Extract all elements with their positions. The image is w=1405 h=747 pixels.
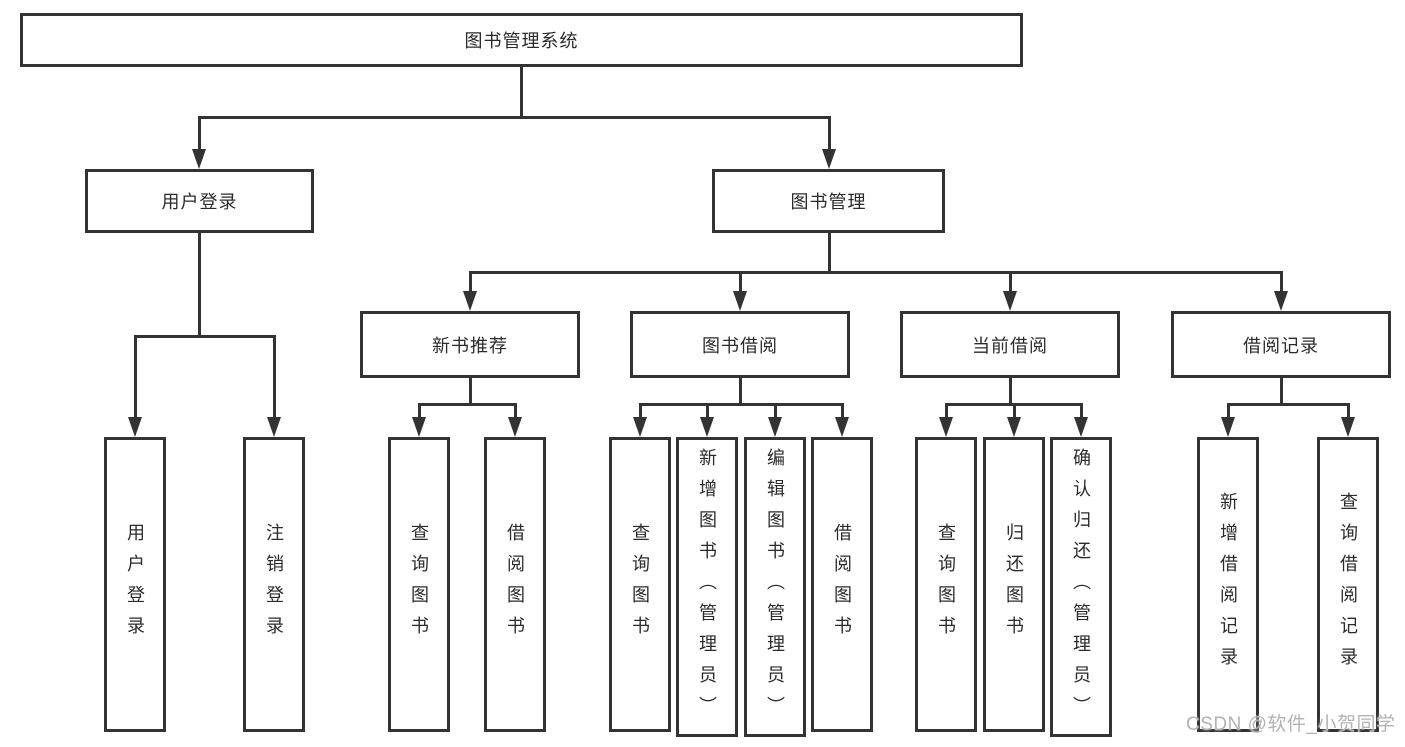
node-new-book-recommend-label: 新书推荐 (432, 335, 508, 356)
connector-stem (827, 233, 831, 272)
leaf-borrow-books-borrow-label: 借阅图书 (832, 522, 852, 647)
node-current-borrow: 当前借阅 (900, 311, 1120, 378)
connector-rail (133, 334, 276, 338)
arrow-down-icon (508, 417, 522, 437)
connector-drop (1079, 404, 1083, 417)
arrow-down-icon (1003, 291, 1017, 311)
node-user-login: 用户登录 (85, 169, 314, 233)
arrow-down-icon (822, 149, 836, 169)
leaf-logout-login-label: 注销登录 (264, 522, 284, 647)
connector-drop (738, 272, 742, 291)
csdn-watermark: CSDN @软件_小贺同学 (1186, 714, 1396, 735)
leaf-logout-login: 注销登录 (243, 437, 305, 732)
arrow-down-icon (768, 417, 782, 437)
leaf-add-borrow-record-label: 新增借阅记录 (1218, 491, 1238, 678)
leaf-return-books-label: 归还图书 (1004, 522, 1024, 647)
connector-drop (1008, 272, 1012, 291)
connector-drop (705, 404, 709, 417)
connector-drop (773, 404, 777, 417)
leaf-confirm-return-admin-label: 确认归还（管理员） (1071, 447, 1091, 727)
leaf-query-books-current-label: 查询图书 (936, 522, 956, 647)
connector-drop (417, 404, 421, 417)
connector-stem (468, 378, 472, 404)
connector-rail (197, 115, 831, 119)
node-new-book-recommend: 新书推荐 (360, 311, 580, 378)
leaf-borrow-books-recommend-label: 借阅图书 (505, 522, 525, 647)
leaf-user-login: 用户登录 (104, 437, 166, 732)
arrow-down-icon (463, 291, 477, 311)
node-root-label: 图书管理系统 (464, 31, 579, 51)
connector-drop (1346, 404, 1350, 417)
connector-drop (197, 117, 201, 149)
arrow-down-icon (939, 417, 953, 437)
connector-drop (944, 404, 948, 417)
leaf-query-books-current: 查询图书 (915, 437, 977, 732)
node-current-borrow-label: 当前借阅 (972, 335, 1048, 356)
connector-stem (519, 67, 523, 117)
arrow-down-icon (412, 417, 426, 437)
arrow-down-icon (1074, 417, 1088, 437)
connector-rail (417, 402, 517, 406)
node-user-login-label: 用户登录 (161, 192, 238, 212)
leaf-add-books-admin-label: 新增图书（管理员） (697, 447, 717, 727)
leaf-borrow-books-borrow: 借阅图书 (811, 437, 873, 732)
leaf-query-books-borrow-label: 查询图书 (630, 522, 650, 647)
connector-stem (738, 378, 742, 404)
leaf-edit-books-admin-label: 编辑图书（管理员） (765, 447, 785, 727)
connector-drop (272, 336, 276, 417)
arrow-down-icon (1274, 291, 1288, 311)
leaf-borrow-books-recommend: 借阅图书 (484, 437, 546, 732)
connector-rail (468, 270, 1283, 274)
arrow-down-icon (267, 417, 281, 437)
arrow-down-icon (128, 417, 142, 437)
connector-drop (513, 404, 517, 417)
node-borrow-records: 借阅记录 (1171, 311, 1391, 378)
node-borrow-records-label: 借阅记录 (1243, 335, 1319, 356)
leaf-add-books-admin: 新增图书（管理员） (676, 437, 738, 737)
arrow-down-icon (1341, 417, 1355, 437)
arrow-down-icon (633, 417, 647, 437)
node-book-management-label: 图书管理 (790, 192, 867, 212)
connector-drop (1279, 272, 1283, 291)
leaf-add-borrow-record: 新增借阅记录 (1197, 437, 1259, 732)
node-book-borrow-label: 图书借阅 (702, 335, 778, 356)
leaf-query-books-recommend: 查询图书 (388, 437, 450, 732)
connector-drop (1226, 404, 1230, 417)
leaf-query-borrow-record-label: 查询借阅记录 (1338, 491, 1358, 678)
connector-drop (133, 336, 137, 417)
node-book-management: 图书管理 (712, 169, 945, 233)
connector-stem (1279, 378, 1283, 404)
connector-stem (1008, 378, 1012, 404)
arrow-down-icon (835, 417, 849, 437)
connector-drop (468, 272, 472, 291)
arrow-down-icon (1007, 417, 1021, 437)
connector-drop (638, 404, 642, 417)
arrow-down-icon (192, 149, 206, 169)
leaf-query-books-borrow: 查询图书 (609, 437, 671, 732)
node-book-borrow: 图书借阅 (630, 311, 850, 378)
connector-stem (197, 233, 201, 336)
arrow-down-icon (1221, 417, 1235, 437)
connector-rail (1226, 402, 1350, 406)
leaf-query-borrow-record: 查询借阅记录 (1317, 437, 1379, 732)
leaf-query-books-recommend-label: 查询图书 (409, 522, 429, 647)
leaf-edit-books-admin: 编辑图书（管理员） (744, 437, 806, 737)
connector-drop (840, 404, 844, 417)
connector-drop (827, 117, 831, 149)
leaf-confirm-return-admin: 确认归还（管理员） (1050, 437, 1112, 737)
connector-rail (638, 402, 844, 406)
leaf-user-login-label: 用户登录 (125, 522, 145, 647)
arrow-down-icon (733, 291, 747, 311)
node-root: 图书管理系统 (20, 13, 1023, 67)
arrow-down-icon (700, 417, 714, 437)
leaf-return-books: 归还图书 (983, 437, 1045, 732)
connector-drop (1012, 404, 1016, 417)
